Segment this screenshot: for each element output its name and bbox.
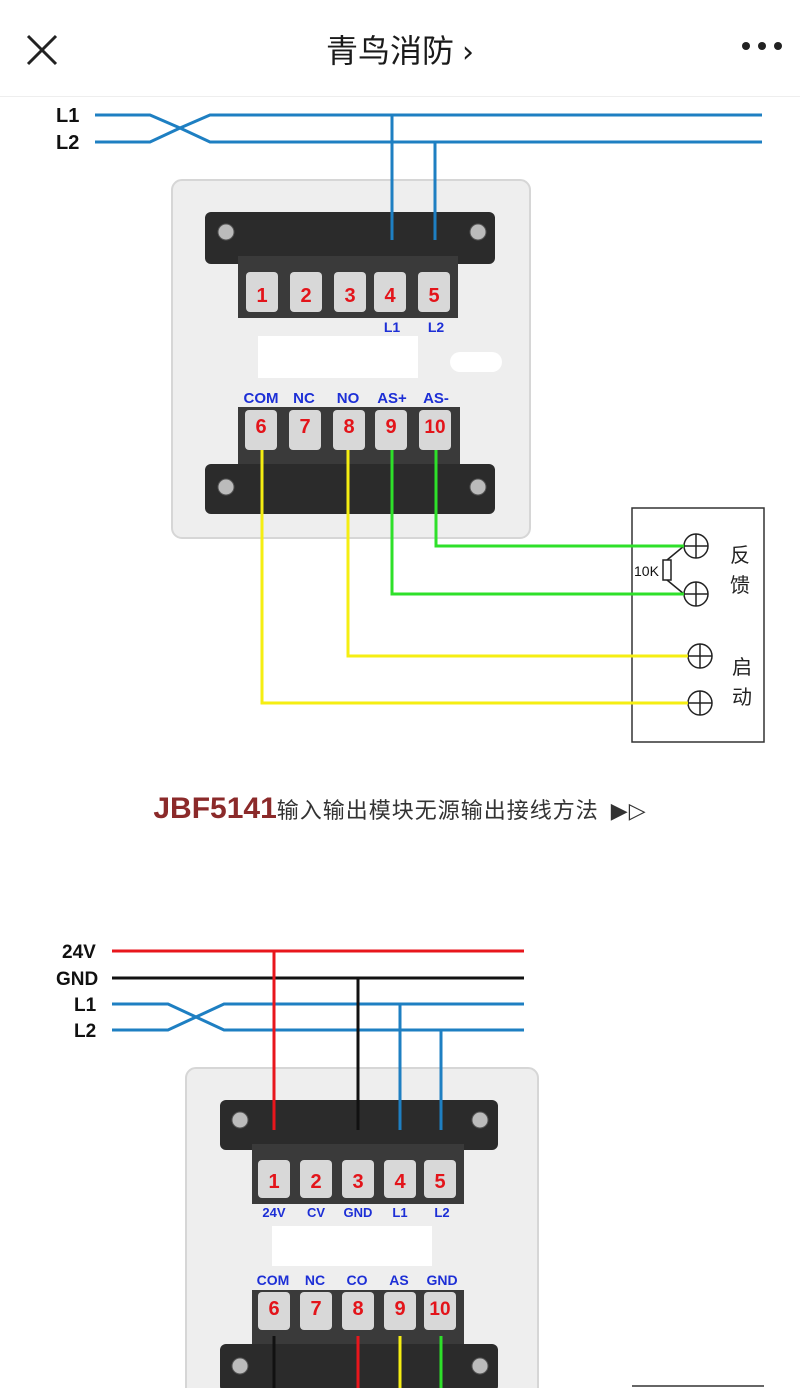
terminal-6: 6 — [268, 1298, 279, 1320]
bus-label-l1: L1 — [56, 105, 79, 127]
bus-line-l2 — [112, 1015, 524, 1032]
terminal-1: 1 — [256, 285, 267, 307]
terminal-2-label: CV — [307, 1205, 325, 1220]
wiring-diagram-passive-output: L1 L2 1 2 3 4 5 L1 L2 COM NC NO AS+ AS- … — [56, 105, 765, 743]
terminal-4: 4 — [384, 285, 396, 307]
account-title[interactable]: 青鸟消防› — [0, 26, 800, 72]
terminal-2: 2 — [310, 1171, 321, 1193]
terminal-6: 6 — [255, 416, 266, 438]
terminal-9: 9 — [385, 416, 396, 438]
bus-line-l1 — [95, 113, 762, 130]
bus-label-l2: L2 — [74, 1021, 96, 1042]
module-slot — [450, 352, 502, 372]
terminal-8: 8 — [343, 416, 354, 438]
wire-as-plus-green — [390, 450, 684, 596]
label-nc: NC — [293, 390, 315, 407]
start-label-2: 动 — [732, 686, 752, 709]
label-com: COM — [244, 390, 279, 407]
resistor-label: 10K — [634, 563, 660, 579]
label-no: NO — [337, 390, 360, 407]
terminal-3-label: GND — [344, 1205, 373, 1220]
top-screws — [246, 272, 450, 312]
label-co: CO — [347, 1272, 368, 1288]
caption-model: JBF5141 — [153, 792, 277, 825]
label-gnd: GND — [426, 1272, 457, 1288]
terminal-5-label: L2 — [434, 1205, 449, 1220]
bus-line-l2 — [95, 126, 762, 144]
terminal-8: 8 — [352, 1298, 363, 1320]
terminal-5-label: L2 — [428, 319, 445, 335]
label-nc: NC — [305, 1272, 325, 1288]
bus-label-gnd: GND — [56, 969, 98, 990]
caption-text: 输入输出模块无源输出接线方法 — [276, 799, 599, 824]
wire-no-yellow — [346, 450, 688, 658]
terminal-2: 2 — [300, 285, 311, 307]
terminal-4: 4 — [394, 1171, 406, 1193]
bus-line-l1 — [112, 1002, 524, 1019]
terminal-10: 10 — [429, 1299, 450, 1320]
feedback-label-2: 馈 — [730, 574, 750, 597]
feedback-label-1: 反 — [730, 544, 750, 567]
more-icon[interactable] — [740, 34, 784, 58]
chevron-right-icon: › — [462, 35, 474, 70]
diagram-caption: JBF5141输入输出模块无源输出接线方法 ▶▷ — [0, 792, 800, 826]
bus-label-l2: L2 — [56, 132, 79, 154]
label-as: AS — [389, 1272, 408, 1288]
terminal-9: 9 — [394, 1298, 405, 1320]
play-arrows-icon: ▶▷ — [610, 799, 647, 824]
account-name[interactable]: 青鸟消防 — [325, 32, 454, 70]
label-com: COM — [257, 1272, 290, 1288]
wiring-diagram-active-output: 24V GND L1 L2 1 2 3 4 5 24V CV GND L1 L2… — [56, 942, 764, 1388]
wire-as-minus-green — [434, 450, 684, 548]
bus-label-24v: 24V — [62, 942, 96, 963]
bottom-screws — [245, 410, 451, 450]
terminal-7: 7 — [299, 416, 310, 438]
terminal-7: 7 — [310, 1298, 321, 1320]
terminal-5: 5 — [434, 1171, 445, 1193]
resistor-symbol — [662, 559, 672, 581]
terminal-10: 10 — [424, 417, 445, 438]
label-as-minus: AS- — [423, 390, 449, 407]
top-terminal-block — [205, 212, 495, 264]
terminal-1: 1 — [268, 1171, 279, 1193]
top-bar: 青鸟消防› — [0, 0, 800, 97]
start-label-1: 启 — [732, 656, 752, 679]
terminal-4-label: L1 — [384, 319, 401, 335]
module-label-area — [258, 336, 418, 378]
terminal-3: 3 — [352, 1171, 363, 1193]
label-as-plus: AS+ — [377, 390, 407, 407]
terminal-3: 3 — [344, 285, 355, 307]
close-icon[interactable] — [22, 30, 62, 70]
terminal-4-label: L1 — [392, 1205, 407, 1220]
bus-label-l1: L1 — [74, 995, 97, 1016]
wire-com-yellow — [260, 450, 688, 705]
bottom-terminal-block — [205, 464, 495, 514]
terminal-5: 5 — [428, 285, 439, 307]
terminal-1-label: 24V — [262, 1205, 285, 1220]
